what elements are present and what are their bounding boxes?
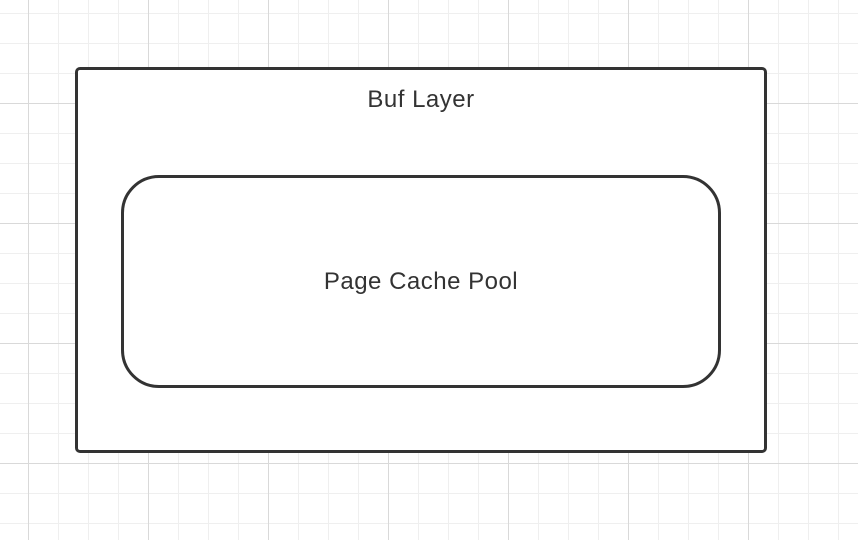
page-cache-pool-box[interactable]: Page Cache Pool — [121, 175, 721, 388]
buf-layer-label: Buf Layer — [367, 86, 475, 113]
page-cache-pool-label: Page Cache Pool — [323, 267, 519, 295]
